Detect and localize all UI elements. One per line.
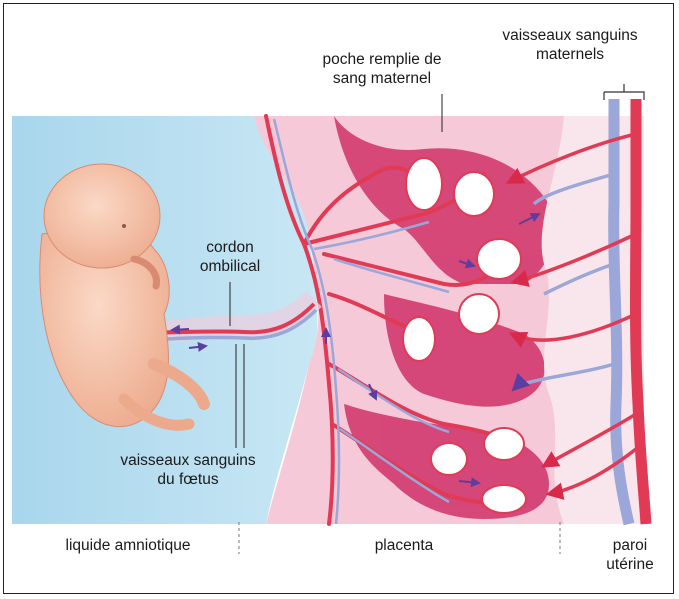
cord-arrow-left (172, 329, 189, 330)
label-maternal-blood-pocket: poche remplie desang maternel (287, 50, 477, 88)
maternal-bracket (604, 84, 644, 100)
label-fetal-vessels: vaisseaux sanguinsdu fœtus (108, 451, 268, 489)
label-umbilical-cord: cordonombilical (180, 238, 280, 276)
uterine-wall (542, 116, 644, 524)
label-maternal-vessels: vaisseaux sanguinsmaternels (480, 26, 660, 64)
label-amniotic-fluid: liquide amniotique (48, 536, 208, 555)
maternal-artery (636, 99, 647, 524)
label-uterine-wall: paroiutérine (580, 536, 679, 574)
diagram-frame: poche remplie desang maternel vaisseaux … (3, 3, 674, 594)
label-placenta: placenta (344, 536, 464, 555)
placenta-illustration (4, 4, 675, 595)
